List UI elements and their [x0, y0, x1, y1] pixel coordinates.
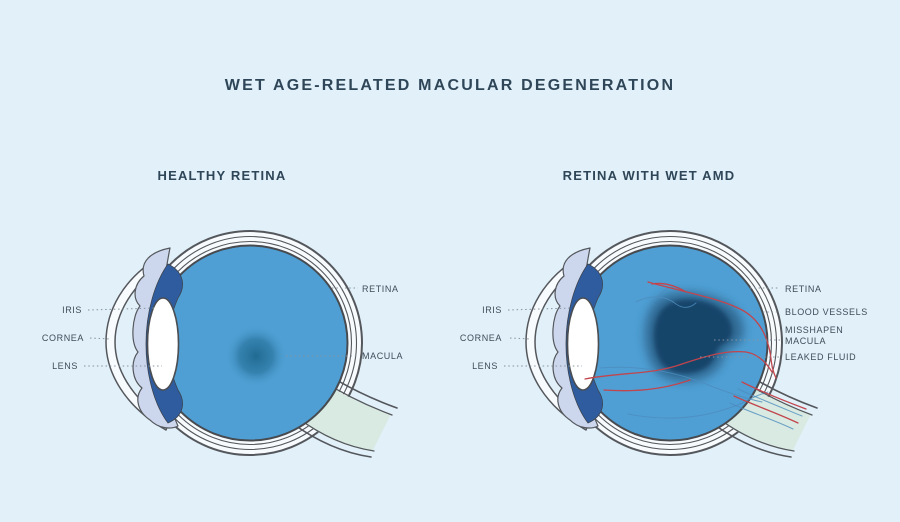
- label-blood-vessels: BLOOD VESSELS: [785, 307, 868, 317]
- label-misshapen-macula: MISSHAPEN MACULA: [785, 325, 844, 346]
- amd-eye: [525, 230, 818, 458]
- label-lens-healthy: LENS: [52, 361, 78, 371]
- leader-lines: [84, 287, 780, 367]
- healthy-panel-heading: HEALTHY RETINA: [157, 168, 287, 183]
- macula-spot: [225, 325, 287, 387]
- amd-panel-heading: RETINA WITH WET AMD: [562, 168, 736, 183]
- label-lens-amd: LENS: [472, 361, 498, 371]
- label-macula-healthy: MACULA: [362, 351, 404, 361]
- leader-cornea-right: [509, 337, 532, 340]
- blood-vessel-lines: [584, 281, 777, 392]
- label-iris-healthy: IRIS: [62, 305, 82, 315]
- label-retina-healthy: RETINA: [362, 284, 399, 294]
- leader-cornea-left: [89, 337, 112, 340]
- leaked-fluid-vessels: [729, 381, 807, 430]
- leader-iris-left: [87, 307, 157, 311]
- label-iris-amd: IRIS: [482, 305, 502, 315]
- page-title: WET AGE-RELATED MACULAR DEGENERATION: [224, 77, 676, 94]
- label-cornea-amd: CORNEA: [459, 333, 502, 343]
- healthy-eye: [105, 230, 398, 458]
- label-retina-amd: RETINA: [785, 284, 822, 294]
- label-leaked-fluid: LEAKED FLUID: [785, 352, 857, 362]
- label-cornea-healthy: CORNEA: [41, 333, 84, 343]
